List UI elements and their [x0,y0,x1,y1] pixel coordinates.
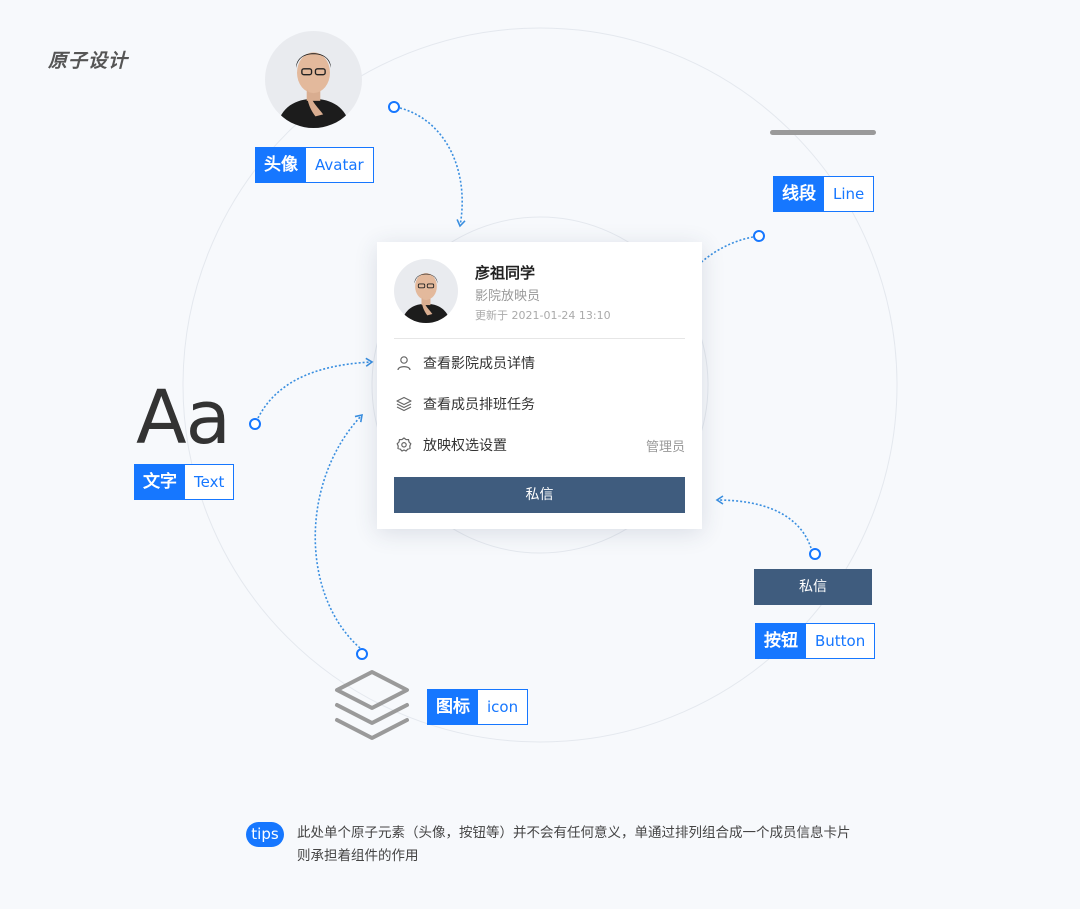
avatar-connector-dot [388,101,400,113]
avatar-sample [265,31,362,128]
avatar-label-zh: 头像 [256,148,306,182]
arrow-avatar [399,107,466,228]
member-card: 彦祖同学 影院放映员 更新于 2021-01-24 13:10 查看影院成员详情… [377,242,702,529]
tips-text: 此处单个原子元素（头像，按钮等）并不会有任何意义，单通过排列组合成一个成员信息卡… [297,825,851,864]
icon-connector-dot [356,648,368,660]
button-sample[interactable]: 私信 [754,569,872,605]
text-connector-dot [249,418,261,430]
menu-item-schedule[interactable]: 查看成员排班任务 [394,390,685,418]
menu-item-permission-settings[interactable]: 放映权选设置 管理员 [394,431,685,459]
layers-icon [333,668,411,746]
inner-ring [371,216,709,554]
button-label-zh: 按钮 [756,624,806,658]
text-sample: Aa [136,375,231,461]
menu-item-member-details[interactable]: 查看影院成员详情 [394,349,685,377]
arrow-icon [314,413,363,649]
message-button[interactable]: 私信 [394,477,685,513]
button-connector-dot [809,548,821,560]
card-updated-time: 更新于 2021-01-24 13:10 [475,309,611,322]
card-role: 影院放映员 [475,289,541,304]
page-title: 原子设计 [48,50,129,72]
settings-badge-icon [394,435,414,455]
icon-label-zh: 图标 [428,690,478,724]
tips-badge: tips [246,822,284,847]
menu-item-label: 查看成员排班任务 [423,397,535,413]
icon-label-tag: 图标 icon [427,689,529,725]
line-label-zh: 线段 [774,177,824,211]
line-label-tag: 线段 Line [773,176,875,212]
layers-icon [394,394,414,414]
line-label-en: Line [833,185,865,203]
menu-item-label: 查看影院成员详情 [423,356,535,372]
text-label-tag: 文字 Text [134,464,235,500]
outer-ring [182,27,898,743]
text-label-zh: 文字 [135,465,185,499]
admin-badge: 管理员 [645,439,685,455]
user-icon [394,353,414,373]
button-label-en: Button [815,632,866,650]
menu-item-label: 放映权选设置 [423,438,507,454]
button-label-tag: 按钮 Button [755,623,876,659]
text-label-en: Text [194,473,225,491]
card-avatar[interactable] [394,259,458,323]
card-divider [394,338,685,339]
avatar-label-tag: 头像 Avatar [255,147,374,183]
line-sample [770,130,876,135]
avatar-label-en: Avatar [315,156,364,174]
line-connector-dot [753,230,765,242]
card-name: 彦祖同学 [475,264,536,282]
icon-label-en: icon [487,698,519,716]
arrow-text [257,357,374,419]
arrow-button [715,495,812,549]
